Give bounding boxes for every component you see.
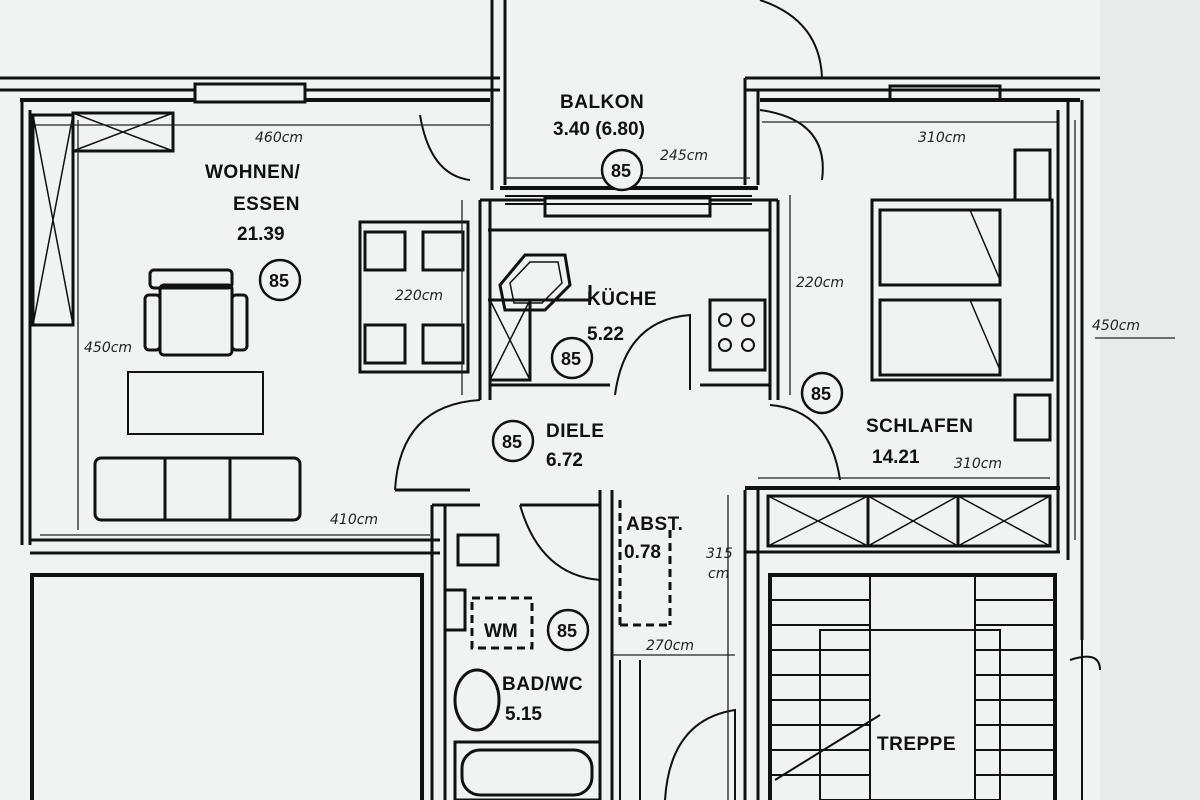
abst-area: 0.78 [624, 542, 661, 563]
code-circle-bad [546, 608, 590, 652]
schlafen-area: 14.21 [872, 447, 920, 468]
dim-bad-width: 270cm [646, 638, 694, 654]
dim-schlafen-width-top: 310cm [918, 130, 966, 146]
code-circle-balkon [600, 148, 644, 192]
balkon-area: 3.40 (6.80) [553, 119, 645, 140]
wohnen-code: 85 [269, 271, 289, 291]
dim-schlafen-height: 220cm [796, 275, 844, 291]
schlafen-code: 85 [811, 384, 831, 404]
wohnen-label-line2: ESSEN [233, 194, 300, 215]
dimension-lines [35, 120, 1175, 800]
code-circle-diele [491, 419, 535, 463]
washing-machine-label: WM [484, 621, 518, 642]
dim-outer-height: 450cm [1092, 318, 1140, 334]
kueche-code: 85 [561, 349, 581, 369]
code-circle-wohnen [258, 258, 302, 302]
walls [0, 0, 1101, 800]
bad-label: BAD/WC [502, 674, 583, 695]
dim-abst-height-1: 315 [706, 546, 733, 562]
abst-label: ABST. [626, 514, 683, 535]
balkon-label: BALKON [560, 92, 644, 113]
dim-wohnen-width: 460cm [255, 130, 303, 146]
kueche-label: KÜCHE [587, 289, 657, 310]
dim-wohnen-dining: 220cm [395, 288, 443, 304]
dim-schlafen-width-bottom: 310cm [954, 456, 1002, 472]
code-circle-kueche [550, 336, 594, 380]
diele-area: 6.72 [546, 450, 583, 471]
dim-wohnen-height: 450cm [84, 340, 132, 356]
bad-area: 5.15 [505, 704, 542, 725]
bad-code: 85 [557, 621, 577, 641]
wohnen-area: 21.39 [237, 224, 285, 245]
dim-wohnen-bottom: 410cm [330, 512, 378, 528]
diele-label: DIELE [546, 421, 604, 442]
balkon-code: 85 [611, 161, 631, 181]
schlafen-label: SCHLAFEN [866, 416, 973, 437]
dim-balkon-width: 245cm [660, 148, 708, 164]
wohnen-label-line1: WOHNEN/ [205, 162, 301, 183]
diele-code: 85 [502, 432, 522, 452]
kueche-area: 5.22 [587, 324, 624, 345]
area-codes [258, 148, 844, 652]
code-circle-schlafen [800, 371, 844, 415]
labels: BALKON 3.40 (6.80) 85 WOHNEN/ ESSEN 21.3… [205, 92, 973, 755]
treppe-label: TREPPE [877, 734, 956, 755]
dim-abst-height-2: cm [708, 566, 729, 582]
dimension-labels: 460cm 450cm 410cm 220cm 245cm 310cm 220c… [84, 130, 1140, 654]
